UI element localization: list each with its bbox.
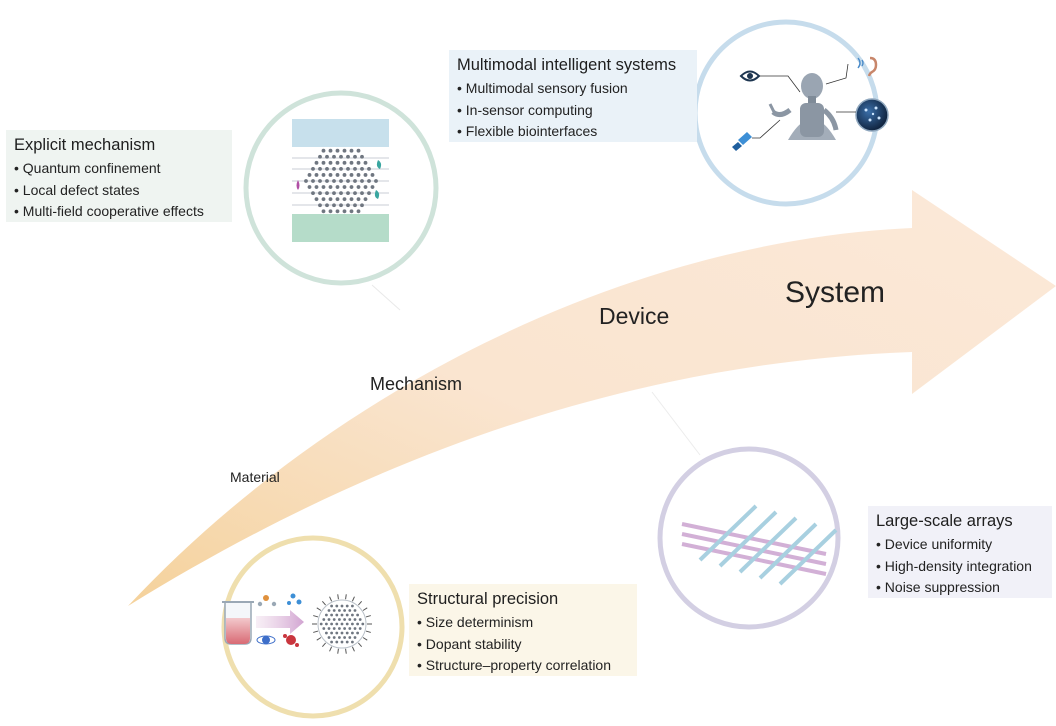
list-item: Local defect states xyxy=(14,180,224,202)
stage-system-label: System xyxy=(785,276,886,309)
transfer-arrow-icon xyxy=(256,610,304,634)
list-item: Dopant stability xyxy=(417,634,629,656)
list-item: Quantum confinement xyxy=(14,158,224,180)
stage-mechanism-label: Mechanism xyxy=(370,374,463,394)
large-scale-arrays-panel: Large-scale arrays Device uniformity Hig… xyxy=(868,506,1052,598)
stage-device-label: Device xyxy=(599,303,670,329)
molecule-icon xyxy=(256,593,302,647)
robot-icon xyxy=(768,73,839,140)
list-item: Flexible biointerfaces xyxy=(457,121,689,143)
panel-title: Explicit mechanism xyxy=(14,136,156,154)
material-illustration xyxy=(221,535,405,719)
eye-icon xyxy=(739,70,761,82)
list-item: High-density integration xyxy=(876,556,1044,578)
list-item: Noise suppression xyxy=(876,577,1044,599)
quantum-dot-icon xyxy=(312,594,372,654)
panel-title: Multimodal intelligent systems xyxy=(457,56,677,74)
crossbar-array-icon xyxy=(681,504,838,586)
system-illustration xyxy=(692,19,889,207)
list-item: Multi-field cooperative effects xyxy=(14,201,224,223)
panel-title: Structural precision xyxy=(417,590,559,608)
neural-sphere-icon xyxy=(855,98,889,132)
progress-arrow xyxy=(128,190,1056,606)
list-item: In-sensor computing xyxy=(457,100,689,122)
list-item: Size determinism xyxy=(417,612,629,634)
mechanism-illustration xyxy=(243,90,439,286)
hand-icon xyxy=(732,132,752,151)
structural-precision-panel: Structural precision Size determinism Do… xyxy=(409,584,637,676)
beaker-icon xyxy=(222,601,254,645)
explicit-mechanism-panel: Explicit mechanism Quantum confinement L… xyxy=(6,130,232,222)
stage-material-label: Material xyxy=(230,469,280,485)
connector-line xyxy=(651,391,701,456)
list-item: Structure–property correlation xyxy=(417,655,629,677)
device-illustration xyxy=(657,446,841,630)
ear-icon xyxy=(857,56,878,77)
quantum-dot-icon xyxy=(304,148,378,214)
multimodal-systems-panel: Multimodal intelligent systems Multimoda… xyxy=(449,50,697,142)
list-item: Multimodal sensory fusion xyxy=(457,78,689,100)
list-item: Device uniformity xyxy=(876,534,1044,556)
connector-line xyxy=(371,284,401,311)
panel-title: Large-scale arrays xyxy=(876,512,1013,530)
